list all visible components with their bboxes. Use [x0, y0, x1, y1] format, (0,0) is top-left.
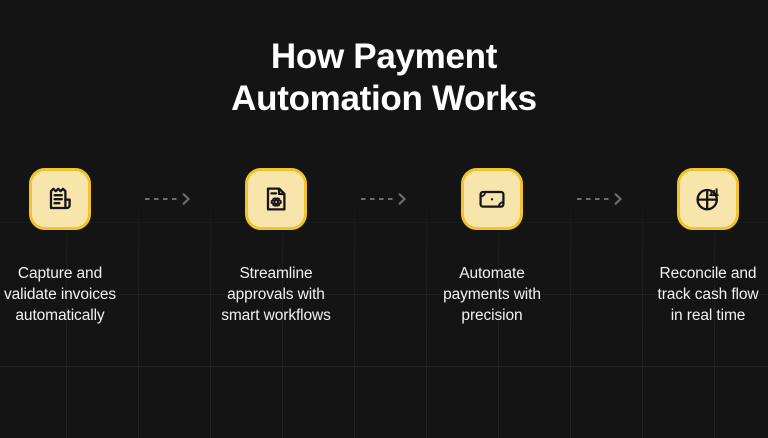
- page-title-line-1: How Payment: [270, 37, 498, 76]
- step-4-caption: Reconcile and track cash flow in real ti…: [657, 263, 758, 326]
- step-1-caption-line-1: Capture and: [17, 265, 103, 282]
- connector-1: [138, 168, 198, 230]
- step-1-caption-line-3: automatically: [15, 307, 105, 324]
- step-3-caption-line-2: payments with: [443, 286, 541, 303]
- step-4-caption-line-2: track cash flow: [657, 286, 759, 303]
- step-4-caption-line-1: Reconcile and: [659, 265, 757, 282]
- step-2-icon-tile: [245, 168, 307, 230]
- step-3: Automate payments with precision: [414, 168, 570, 326]
- step-2-caption-line-3: smart workflows: [221, 307, 331, 324]
- step-2-caption-line-1: Streamline: [239, 265, 313, 282]
- step-4: Reconcile and track cash flow in real ti…: [630, 168, 768, 326]
- step-2: Streamline approvals with smart workflow…: [198, 168, 354, 326]
- connector-3: [570, 168, 630, 230]
- step-3-caption-line-1: Automate: [459, 265, 525, 282]
- pie-chart-bars-icon: [691, 182, 725, 216]
- dashed-arrow-right-icon: [575, 192, 625, 206]
- step-3-caption-line-3: precision: [461, 307, 523, 324]
- page-title-line-2: Automation Works: [231, 79, 537, 118]
- step-1-icon-tile: [29, 168, 91, 230]
- page-title: How Payment Automation Works: [0, 36, 768, 120]
- connector-2: [354, 168, 414, 230]
- dashed-arrow-right-icon: [143, 192, 193, 206]
- steps-row: Capture and validate invoices automatica…: [0, 168, 768, 326]
- step-3-icon-tile: [461, 168, 523, 230]
- step-2-caption: Streamline approvals with smart workflow…: [221, 263, 331, 326]
- banknote-cash-icon: [475, 182, 509, 216]
- step-4-caption-line-3: in real time: [670, 307, 746, 324]
- dashed-arrow-right-icon: [359, 192, 409, 206]
- step-4-icon-tile: [677, 168, 739, 230]
- step-1: Capture and validate invoices automatica…: [0, 168, 138, 326]
- document-gear-icon: [259, 182, 293, 216]
- step-2-caption-line-2: approvals with: [227, 286, 325, 303]
- step-3-caption: Automate payments with precision: [443, 263, 541, 326]
- step-1-caption-line-2: validate invoices: [3, 286, 117, 303]
- step-1-caption: Capture and validate invoices automatica…: [4, 263, 116, 326]
- receipt-invoice-icon: [43, 182, 77, 216]
